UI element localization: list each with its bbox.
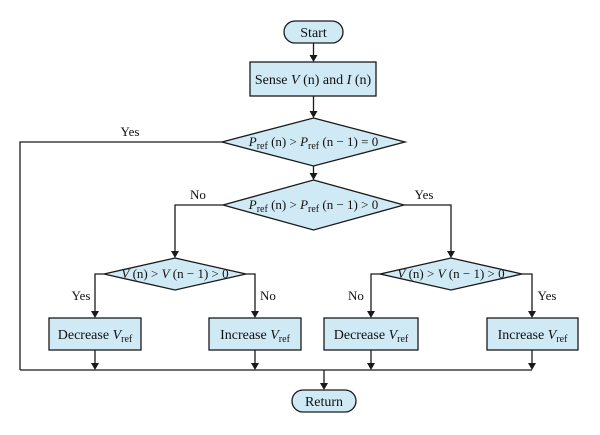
return-node (291, 389, 357, 413)
decision-power-equal-label: Pref (n) > Pref (n − 1) = 0 (248, 134, 378, 152)
arrowhead (367, 311, 375, 318)
cond2-no-label: No (190, 187, 206, 202)
decision-voltage-right-label: V (n) > V (n − 1) > 0 (397, 266, 504, 281)
arrowhead (309, 111, 318, 118)
left-no-label: No (260, 288, 276, 303)
arrowhead (251, 311, 259, 318)
start-label: Start (300, 26, 327, 41)
increase-vref-label-1: Increase Vref (220, 328, 290, 345)
sense-label: Sense V (n) and I (n) (255, 73, 372, 88)
decision-voltage-right (379, 257, 523, 291)
arrowhead (91, 363, 99, 370)
increase-vref-label-2: Increase Vref (498, 328, 568, 345)
connector-right-no (370, 273, 380, 313)
decision-voltage-left (103, 257, 247, 291)
arrowhead (320, 383, 328, 390)
cond2-yes-label: Yes (415, 187, 434, 202)
arrowhead (367, 363, 375, 370)
arrowhead (528, 311, 536, 318)
connector-cond1-yes-bypass (19, 141, 222, 370)
decrease-vref-box-1 (48, 317, 142, 351)
decision-power-increase (220, 179, 407, 231)
increase-vref-box-1 (208, 317, 302, 351)
increase-vref-box-2 (486, 317, 579, 351)
decrease-vref-label-2: Decrease Vref (334, 328, 409, 345)
arrowhead (447, 251, 455, 258)
arrowhead (528, 363, 536, 370)
sense-process-box (249, 61, 377, 97)
left-yes-label: Yes (72, 288, 91, 303)
arrowhead (309, 55, 318, 62)
connector-cond2-no (174, 204, 223, 253)
arrowhead (309, 173, 318, 180)
connector-left-no (246, 273, 256, 313)
arrowhead (251, 363, 259, 370)
decision-voltage-left-label: V (n) > V (n − 1) > 0 (121, 266, 228, 281)
arrowhead (171, 251, 179, 258)
connector-left-yes (94, 273, 104, 313)
arrowhead (91, 311, 99, 318)
connector-right-yes (522, 273, 533, 313)
right-no-label: No (348, 288, 364, 303)
connector-cond2-yes (404, 204, 452, 253)
decrease-vref-box-2 (323, 317, 419, 351)
decrease-vref-label-1: Decrease Vref (58, 328, 133, 345)
decision-power-increase-label: Pref (n) > Pref (n − 1) > 0 (248, 197, 378, 215)
right-yes-label: Yes (538, 288, 557, 303)
cond1-yes-label: Yes (121, 124, 140, 139)
return-label: Return (305, 395, 343, 410)
